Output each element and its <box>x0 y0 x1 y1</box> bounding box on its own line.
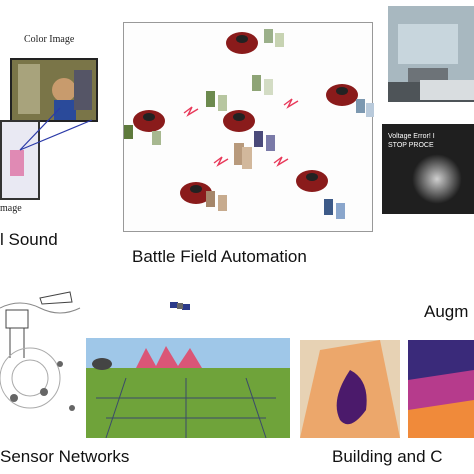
robot-icon <box>206 75 275 151</box>
robot-icon <box>180 182 227 211</box>
ar-voltage-photo <box>420 80 474 100</box>
person-photo-icon <box>12 60 96 120</box>
augmented-caption: Augm <box>424 302 469 321</box>
ship-icon <box>39 291 73 305</box>
thermal-photo-1 <box>300 340 400 438</box>
robot-icon <box>326 84 374 117</box>
battlefield-panel <box>123 22 374 232</box>
color-image-caption: Color Image <box>24 34 75 45</box>
field-scene-icon <box>86 338 290 438</box>
stop-process-text: STOP PROCE <box>388 142 434 149</box>
sensor-network-sketch <box>0 268 90 438</box>
color-image-photo <box>10 58 98 122</box>
building-caption: Building and C <box>332 447 443 466</box>
battlefield-robots-illustration <box>124 29 374 219</box>
sensor-field-photo <box>86 338 290 438</box>
thermal-photo-2 <box>408 340 474 438</box>
sensor-networks-caption: Sensor Networks <box>0 447 130 466</box>
antenna-icon <box>92 358 112 370</box>
battlefield-caption: Battle Field Automation <box>132 247 307 266</box>
image-caption: mage <box>0 203 22 214</box>
connector-lines <box>19 107 93 151</box>
robot-icon <box>124 110 165 145</box>
voltage-error-text: Voltage Error! I <box>388 133 435 140</box>
satellite-icon <box>168 294 192 318</box>
sound-caption: l Sound <box>0 230 58 249</box>
ar-dark-photo: Voltage Error! I STOP PROCE <box>382 124 474 214</box>
robot-icon <box>296 170 345 219</box>
depth-image-frame <box>0 120 40 200</box>
oil-rig-icon <box>0 291 81 411</box>
robot-icon <box>226 29 284 54</box>
